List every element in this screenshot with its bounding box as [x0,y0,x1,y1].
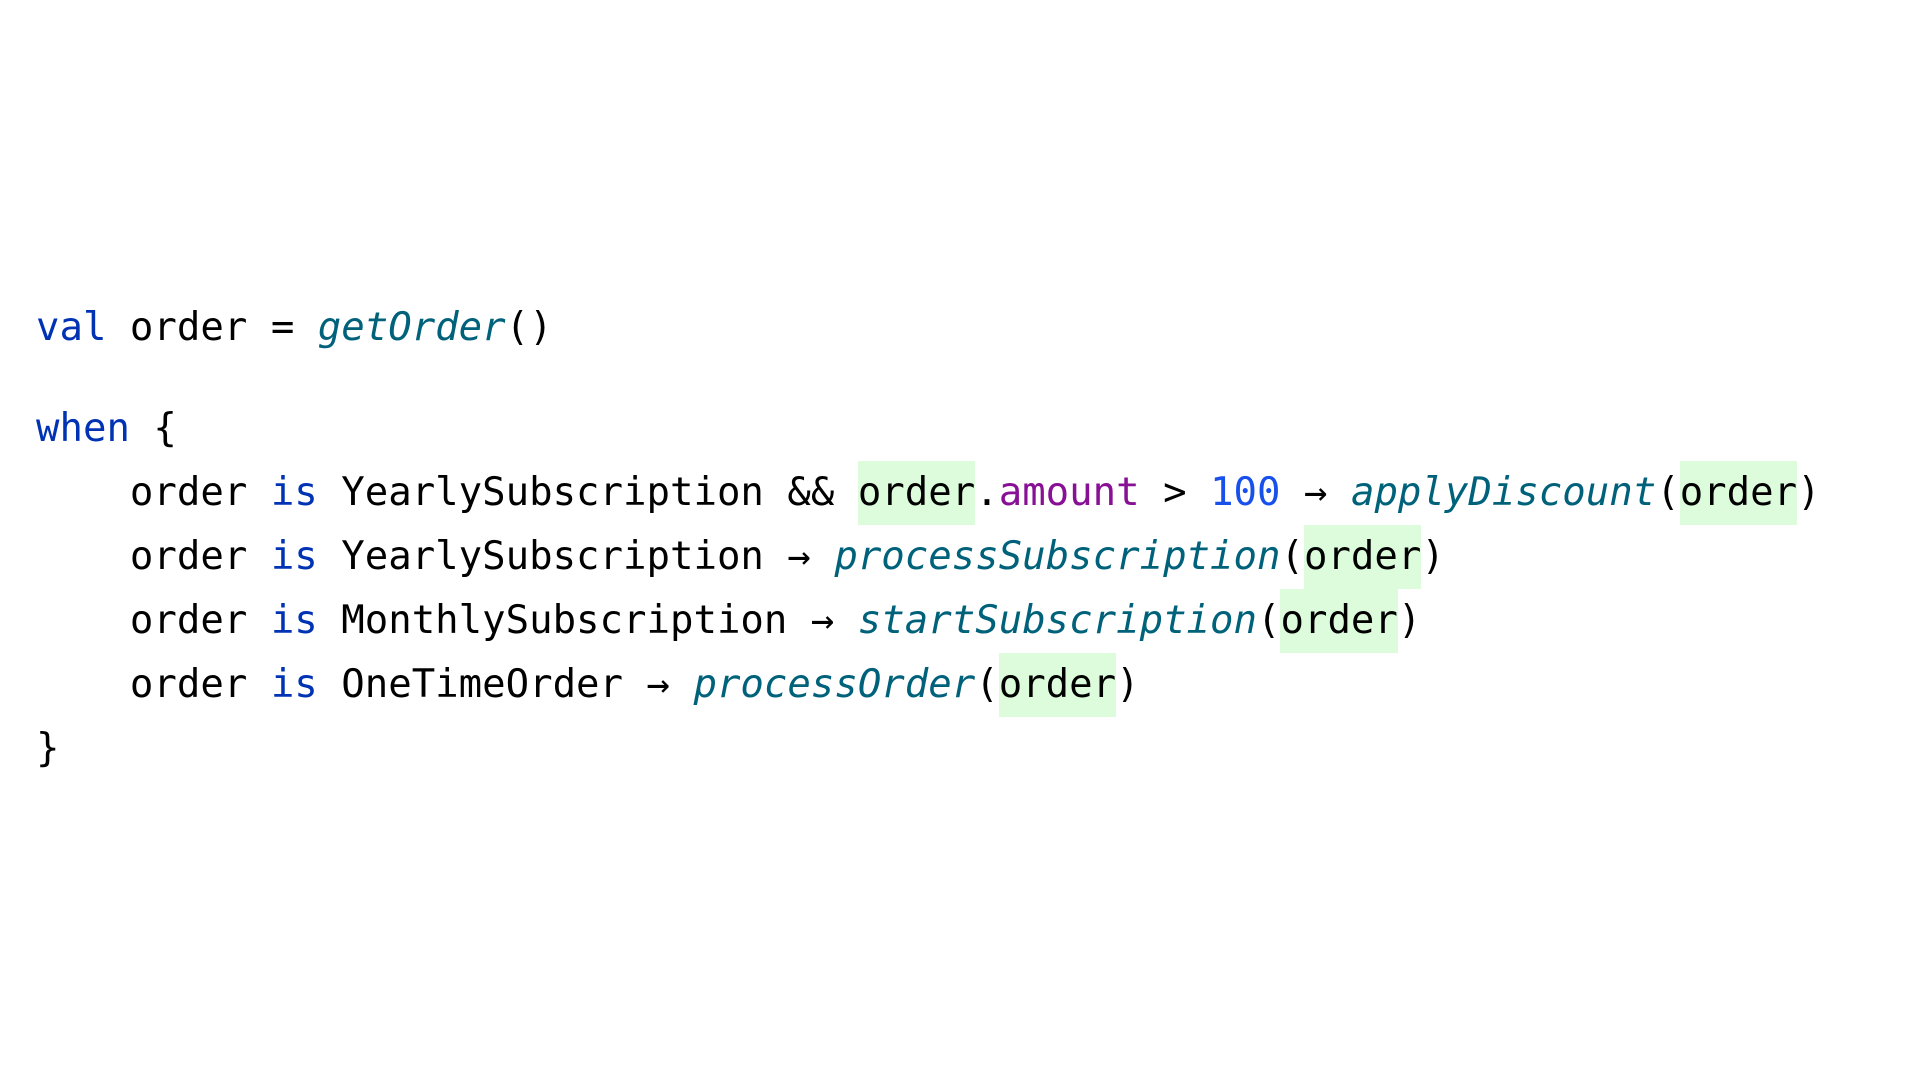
text-token: } [36,726,60,771]
text-token: () [505,305,553,350]
highlighted-usage: order [1303,525,1422,589]
property-token: amount [998,470,1140,515]
code-block: val order = getOrder() when { order is Y… [36,296,1896,781]
highlighted-usage: order [1280,589,1398,653]
text-token: MonthlySubscription → [317,598,858,643]
keyword-token: when [36,406,130,451]
text-token: order [36,534,271,579]
text-token: → [1280,470,1351,515]
function-token: getOrder [317,305,506,350]
text-token: ) [1797,470,1821,515]
text-token: { [129,406,177,451]
text-token: YearlySubscription → [317,534,835,579]
text-token: ) [1421,534,1445,579]
text-token: ( [1257,598,1281,643]
function-token: processOrder [693,662,976,707]
line-yearly-discount: order is YearlySubscription && order.amo… [36,461,1896,525]
text-token: . [975,470,999,515]
text-token: order [36,598,271,643]
line-val-order: val order = getOrder() [36,296,1896,360]
function-token: applyDiscount [1350,470,1657,515]
keyword-token: is [270,470,318,515]
line-yearly: order is YearlySubscription → processSub… [36,525,1896,589]
highlighted-usage: order [1679,461,1798,525]
text-token: YearlySubscription && [317,470,858,515]
function-token: startSubscription [857,598,1257,643]
text-token: ) [1397,598,1422,643]
keyword-token: is [270,598,318,643]
line-onetime: order is OneTimeOrder → processOrder(ord… [36,653,1896,717]
text-token: order = [106,305,318,350]
line-monthly: order is MonthlySubscription → startSubs… [36,589,1896,653]
highlighted-usage: order [998,653,1117,717]
keyword-token: is [270,662,318,707]
function-token: processSubscription [834,534,1281,579]
number-token: 100 [1210,470,1281,515]
text-token: ) [1116,662,1140,707]
text-token: order [36,470,271,515]
keyword-token: val [36,305,107,350]
text-token: ( [975,662,999,707]
highlighted-usage: order [857,461,976,525]
line-when-close: } [36,717,1896,781]
text-token: order [36,662,271,707]
text-token: > [1139,470,1211,515]
line-when-open: when { [36,397,1896,461]
keyword-token: is [270,534,318,579]
text-token: OneTimeOrder → [317,662,694,707]
text-token: ( [1280,534,1304,579]
text-token: ( [1656,470,1680,515]
